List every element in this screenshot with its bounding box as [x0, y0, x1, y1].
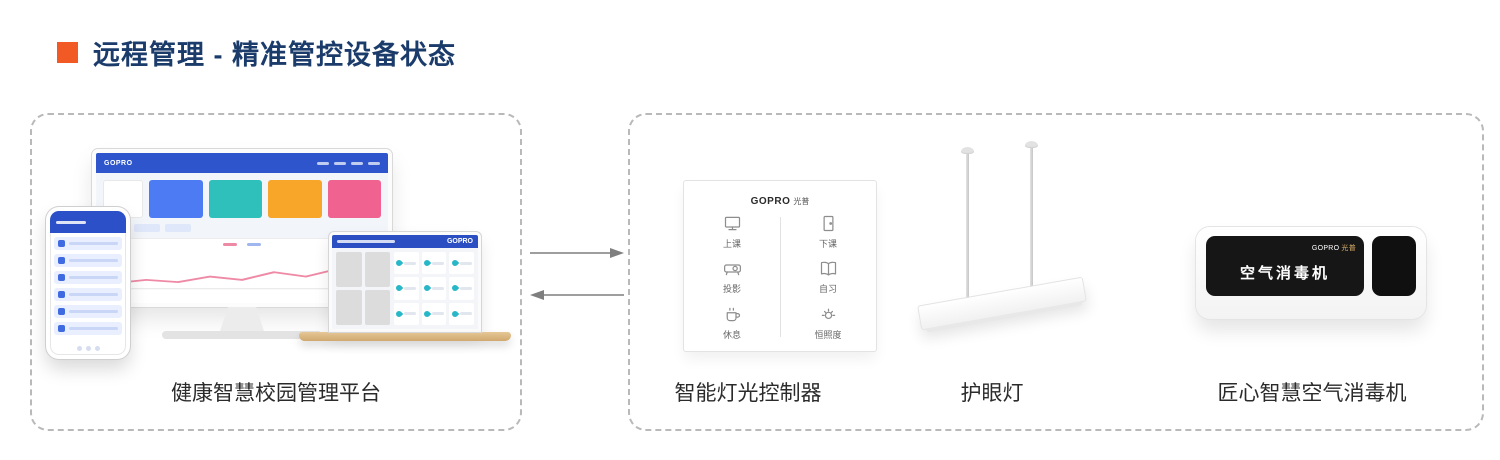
- monitor-stand: [220, 307, 264, 331]
- stat-card: [149, 180, 203, 218]
- controller-button-class-start: 上课: [684, 209, 780, 254]
- controller-button-projector: 投影: [684, 254, 780, 299]
- device-grid: [394, 252, 474, 325]
- smartphone: [46, 207, 130, 359]
- stat-card: [327, 180, 381, 218]
- laptop-brand-logo: GOPRO: [446, 238, 473, 245]
- device-cell: [394, 302, 419, 325]
- device-cell: [449, 302, 474, 325]
- list-item: [54, 305, 122, 318]
- platform-panel: GOPRO: [30, 113, 522, 431]
- laptop: GOPRO: [299, 231, 511, 341]
- monitor-base: [162, 331, 322, 339]
- eye-light-caption: 护眼灯: [960, 382, 1024, 405]
- phone-screen: [50, 211, 126, 355]
- air-disinfector-label: 空气消毒机: [1239, 265, 1330, 282]
- device-cell: [394, 277, 419, 300]
- phone-ui-header: [50, 211, 126, 233]
- list-item: [54, 288, 122, 301]
- brand-logo-cn: 光普: [793, 197, 810, 206]
- controller-button-label: 下课: [818, 239, 837, 250]
- controller-button-class-end: 下课: [780, 209, 876, 254]
- ceiling-cap: [961, 147, 974, 154]
- light-panel: [917, 276, 1087, 331]
- controller-button-rest: 休息: [684, 300, 780, 345]
- phone-menu-list: [50, 233, 126, 345]
- controller-button-label: 休息: [722, 329, 741, 340]
- laptop-screen: GOPRO: [328, 231, 482, 333]
- controller-button-label: 恒照度: [814, 329, 842, 340]
- section-header: 远程管理 - 精准管控设备状态: [57, 33, 456, 72]
- list-item: [54, 271, 122, 284]
- eye-protection-light: [910, 141, 1095, 360]
- stat-card: [208, 180, 262, 218]
- brand-logo: GOPRO: [1311, 245, 1340, 252]
- light-rod: [1025, 141, 1038, 292]
- monitor-brand-logo: GOPRO: [104, 159, 133, 167]
- monitor-ui-header: GOPRO: [96, 153, 388, 173]
- controller-button-label: 投影: [722, 284, 741, 295]
- illuminance-icon: [821, 308, 835, 319]
- monitor-nav-placeholder: [317, 161, 380, 165]
- controller-button-grid: 上课 下课 投影 自习: [684, 209, 876, 345]
- brand-logo-cn: 光普: [1341, 245, 1356, 252]
- list-item: [54, 237, 122, 250]
- sync-arrow-left: [530, 290, 624, 300]
- device-cell: [421, 277, 447, 300]
- controller-caption: 智能灯光控制器: [674, 382, 822, 405]
- self-study-icon: [820, 262, 836, 276]
- title-bullet-icon: [57, 42, 78, 63]
- device-cell: [421, 252, 447, 275]
- controller-button-illuminance: 恒照度: [780, 300, 876, 345]
- brand-logo: GOPRO: [750, 196, 791, 207]
- device-cell: [394, 252, 419, 275]
- projector-icon: [723, 264, 741, 276]
- page-title: 远程管理 - 精准管控设备状态: [93, 40, 456, 70]
- device-cell: [449, 252, 474, 275]
- class-end-icon: [823, 216, 833, 232]
- phone-nav-dots: [50, 345, 126, 355]
- stat-card: [268, 180, 322, 218]
- air-disinfector-caption: 匠心智慧空气消毒机: [1217, 382, 1407, 405]
- ceiling-cap: [1025, 141, 1038, 148]
- device-cell: [421, 302, 447, 325]
- dashboard-tabs-placeholder: [103, 224, 381, 232]
- controller-button-label: 自习: [818, 284, 837, 295]
- air-disinfector-vent: [1372, 236, 1416, 296]
- image-grid-placeholder: [336, 252, 390, 325]
- class-start-icon: [724, 216, 740, 231]
- sync-arrow-right: [530, 248, 624, 258]
- stat-card-row: [103, 180, 381, 218]
- laptop-dashboard: [332, 248, 478, 329]
- light-rod: [961, 147, 974, 299]
- laptop-ui-header: GOPRO: [332, 235, 478, 248]
- controller-button-label: 上课: [722, 239, 741, 250]
- device-cell: [449, 277, 474, 300]
- sync-arrows: [530, 248, 624, 300]
- controller-button-self-study: 自习: [780, 254, 876, 299]
- controller-divider: [780, 217, 781, 337]
- chart-legend-placeholder: [109, 243, 375, 246]
- list-item: [54, 254, 122, 267]
- rest-icon: [726, 307, 740, 322]
- chart-line: [113, 267, 371, 290]
- laptop-base: [299, 332, 511, 341]
- list-item: [54, 322, 122, 335]
- platform-caption: 健康智慧校园管理平台: [171, 382, 381, 405]
